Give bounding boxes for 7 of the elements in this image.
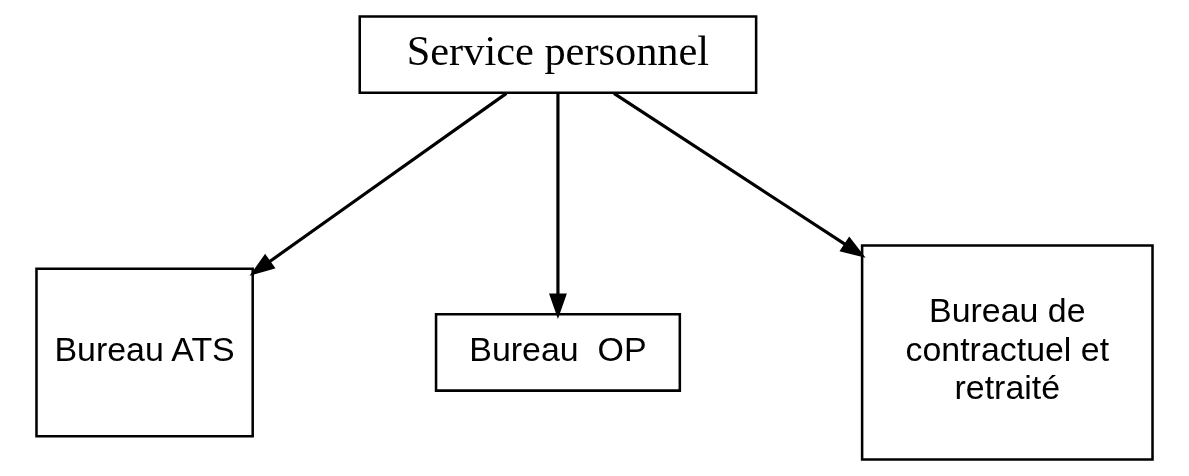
arrow [249,92,508,276]
node-box: Bureau de contractuel et retraité [860,244,1154,461]
node-box: Bureau ATS [35,267,254,438]
arrow [613,92,866,258]
node-box: Bureau OP [434,313,682,392]
arrow [549,93,567,320]
node-box: Service personnel [358,15,758,95]
